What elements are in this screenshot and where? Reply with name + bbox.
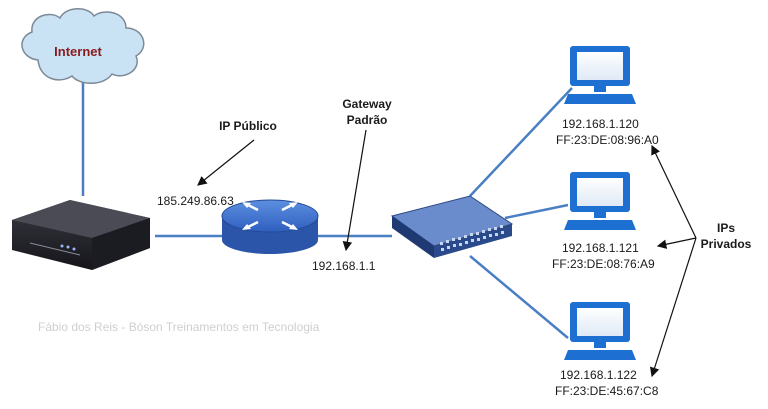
switch-icon (390, 195, 514, 258)
internet-cloud-icon: Internet (21, 8, 145, 84)
link-switch-pc2 (504, 203, 569, 220)
host-1-mac: FF:23:DE:08:96:A0 (556, 133, 659, 147)
arrow-private-2 (656, 237, 697, 249)
link-switch-pc3 (469, 255, 569, 339)
host-3-ip: 192.168.1.122 (560, 368, 637, 382)
host-1-ip: 192.168.1.120 (562, 117, 639, 131)
callout-arrows (197, 129, 697, 378)
gateway-ip-value: 192.168.1.1 (312, 259, 376, 273)
watermark: Fábio dos Reis - Bóson Treinamentos em T… (38, 320, 320, 334)
gateway-label-1: Gateway (342, 97, 392, 111)
host-2-ip: 192.168.1.121 (562, 241, 639, 255)
modem-icon (12, 200, 150, 270)
internet-label: Internet (54, 44, 102, 59)
host-2-mac: FF:23:DE:08:76:A9 (552, 257, 655, 271)
arrow-private-3 (649, 237, 697, 378)
computer-icon-2 (564, 172, 636, 230)
link-switch-pc1 (469, 87, 573, 197)
public-ip-value: 185.249.86.63 (157, 194, 234, 208)
public-ip-label: IP Público (219, 119, 277, 133)
arrow-public-ip (197, 139, 255, 186)
arrow-private-1 (651, 144, 697, 239)
links (81, 72, 573, 339)
router-icon (221, 199, 319, 254)
gateway-label-2: Padrão (347, 113, 388, 127)
private-ips-label-1: IPs (717, 221, 735, 235)
arrow-gateway (342, 129, 367, 252)
computer-icon-3 (564, 302, 636, 360)
private-ips-label-2: Privados (701, 237, 752, 251)
computer-icon-1 (564, 46, 636, 104)
host-3-mac: FF:23:DE:45:67:C8 (555, 384, 659, 398)
